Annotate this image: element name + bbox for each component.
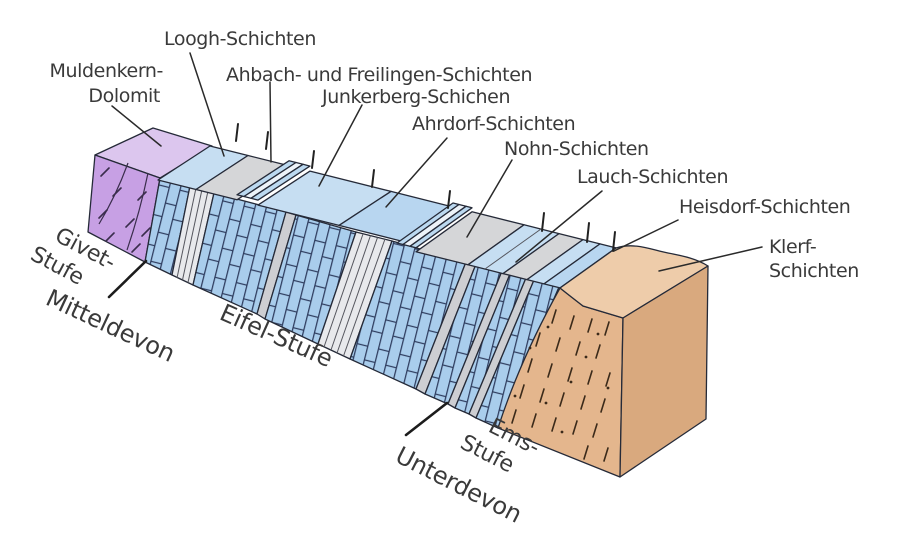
boundary-tick [586, 222, 590, 243]
muldenkern-label-line1: Muldenkern- [50, 60, 164, 82]
boundary-ticks [235, 123, 616, 252]
klerf-leader [658, 246, 763, 272]
sandstone-block [497, 245, 709, 478]
sandstone-bedding-dashes [511, 309, 611, 462]
lauch-leader [515, 190, 603, 263]
sandstone-front-face [497, 287, 624, 478]
ahrdorf-leader [385, 137, 448, 208]
nohn-label: Nohn-Schichten [504, 138, 649, 160]
boundary-tick [447, 190, 451, 209]
front-face-strata [144, 177, 560, 429]
heisdorf-leader [613, 219, 679, 252]
eifel-ems-boundary-line [404, 401, 449, 437]
heisdorf-top-strips [526, 238, 617, 289]
ridge-strips [396, 202, 473, 249]
boundary-tick [541, 212, 545, 232]
givet-eifel-boundary-line [107, 259, 148, 299]
dolomite-bedding-dashes [98, 167, 151, 253]
heisdorf-label: Heisdorf-Schichten [679, 196, 850, 218]
boundary-tick [311, 150, 315, 169]
leader-lines [111, 52, 763, 272]
loogh-leader [189, 52, 225, 157]
ahbach-top-band [195, 154, 290, 201]
ridge-strips [236, 160, 311, 201]
top-surface-bands [157, 145, 617, 289]
boundary-tick [371, 169, 375, 188]
dolomite-fold-line [126, 172, 149, 251]
loogh-label: Loogh-Schichten [164, 28, 316, 50]
ahbach-leader [269, 81, 272, 163]
boundary-tick [612, 231, 616, 252]
muldenkern-label-line2: Dolomit [88, 85, 160, 107]
sandstone-side-face [619, 265, 709, 478]
dolomite-block [87, 127, 213, 263]
junkerberg-leader [318, 104, 363, 187]
nohn-leader [466, 159, 513, 238]
boundary-tick [235, 123, 239, 142]
muldenkern-leader [111, 105, 162, 147]
ahbach-label: Ahbach- und Freilingen-Schichten [226, 64, 532, 86]
boundary-tick [265, 131, 269, 150]
junkerberg-label: Junkerberg-Schichen [321, 86, 510, 108]
stage-boundary-lines [107, 259, 449, 437]
formation-labels: Loogh-Schichten Muldenkern- Dolomit Ahba… [50, 28, 860, 282]
ahrdorf-label: Ahrdorf-Schichten [412, 113, 575, 135]
klerf-label-line2: Schichten [769, 260, 859, 282]
sandstone-top-face [559, 245, 709, 319]
lauch-label: Lauch-Schichten [577, 166, 728, 188]
sandstone-dots [513, 325, 610, 434]
klerf-label-line1: Klerf- [769, 236, 816, 258]
